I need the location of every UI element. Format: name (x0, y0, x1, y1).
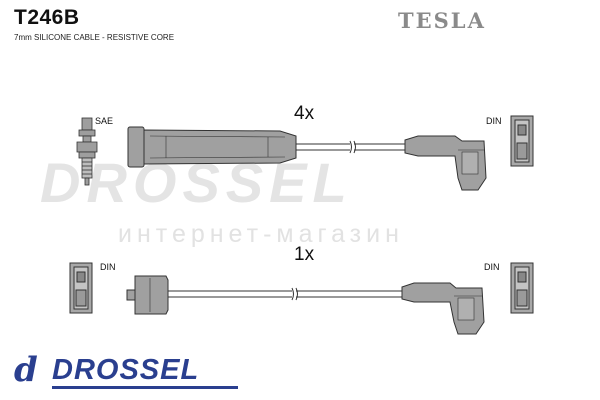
din-terminal-icon (69, 262, 93, 314)
part-number: T246B (14, 6, 80, 29)
bottom-cable (168, 287, 402, 301)
din-label-bottom-right: DIN (484, 262, 500, 272)
bottom-lead-quantity: 1x (294, 244, 315, 265)
straight-boot-long (127, 126, 297, 168)
logo-underline (52, 386, 238, 389)
cable-description: 7mm SILICONE CABLE - RESISTIVE CORE (14, 33, 175, 42)
top-lead (76, 115, 534, 191)
drossel-logo-text: DROSSEL (52, 354, 200, 386)
drossel-logo-letter: d (14, 350, 38, 390)
din-label-bottom-left: DIN (100, 262, 116, 272)
din-terminal-icon (510, 115, 534, 167)
angled-boot-top (404, 135, 487, 191)
din-label-top-right: DIN (486, 116, 502, 126)
brand-logo-tesla: TESLA (398, 8, 486, 33)
top-lead-quantity: 4x (294, 103, 315, 124)
din-terminal-icon (510, 262, 534, 314)
spark-plug-icon (76, 117, 98, 186)
angled-boot-bottom (401, 282, 485, 335)
bottom-lead (69, 262, 534, 335)
straight-boot-short (126, 275, 169, 315)
sae-label: SAE (95, 116, 114, 126)
top-cable (296, 140, 405, 154)
watermark-subtext: интернет-магазин (118, 220, 404, 248)
drossel-logo: d DROSSEL (12, 350, 242, 394)
